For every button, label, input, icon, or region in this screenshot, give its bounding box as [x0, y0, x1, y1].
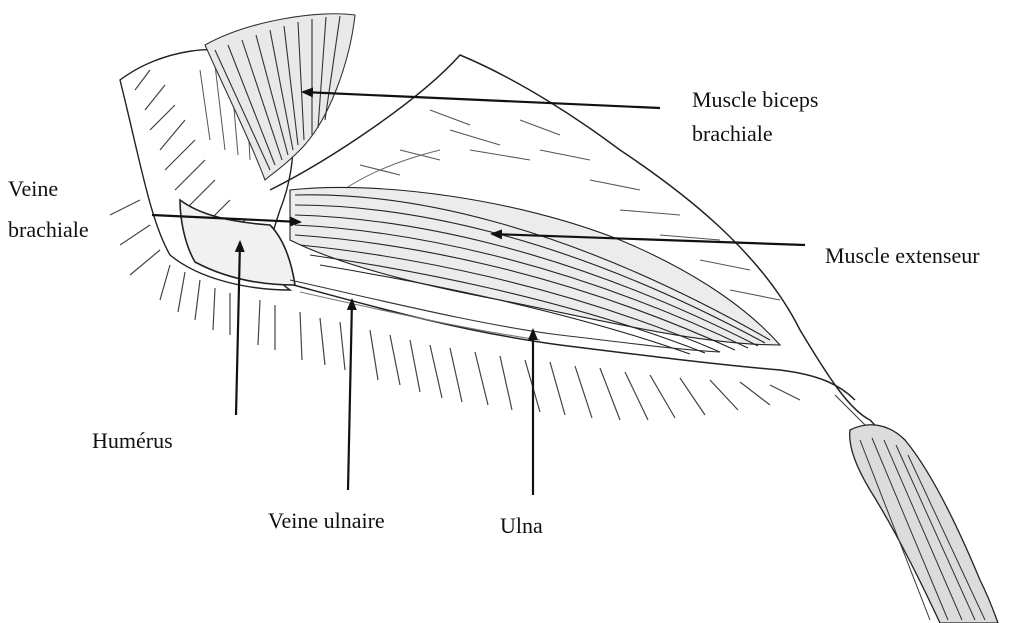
- label-veine-ulnaire: Veine ulnaire: [268, 505, 385, 537]
- extensor-muscle-illustration: [290, 187, 780, 354]
- label-humerus: Humérus: [92, 425, 173, 457]
- label-veine-brachiale-line2: brachiale: [8, 214, 89, 246]
- arrow-veine-ulnaire: [348, 300, 352, 490]
- arrow-biceps: [303, 92, 660, 108]
- label-biceps-line1: Muscle biceps: [692, 84, 818, 116]
- label-veine-brachiale-line1: Veine: [8, 173, 58, 205]
- paw-illustration: [850, 425, 998, 623]
- label-ulna: Ulna: [500, 510, 543, 542]
- label-biceps-line2: brachiale: [692, 118, 773, 150]
- label-extenseur: Muscle extenseur: [825, 240, 980, 272]
